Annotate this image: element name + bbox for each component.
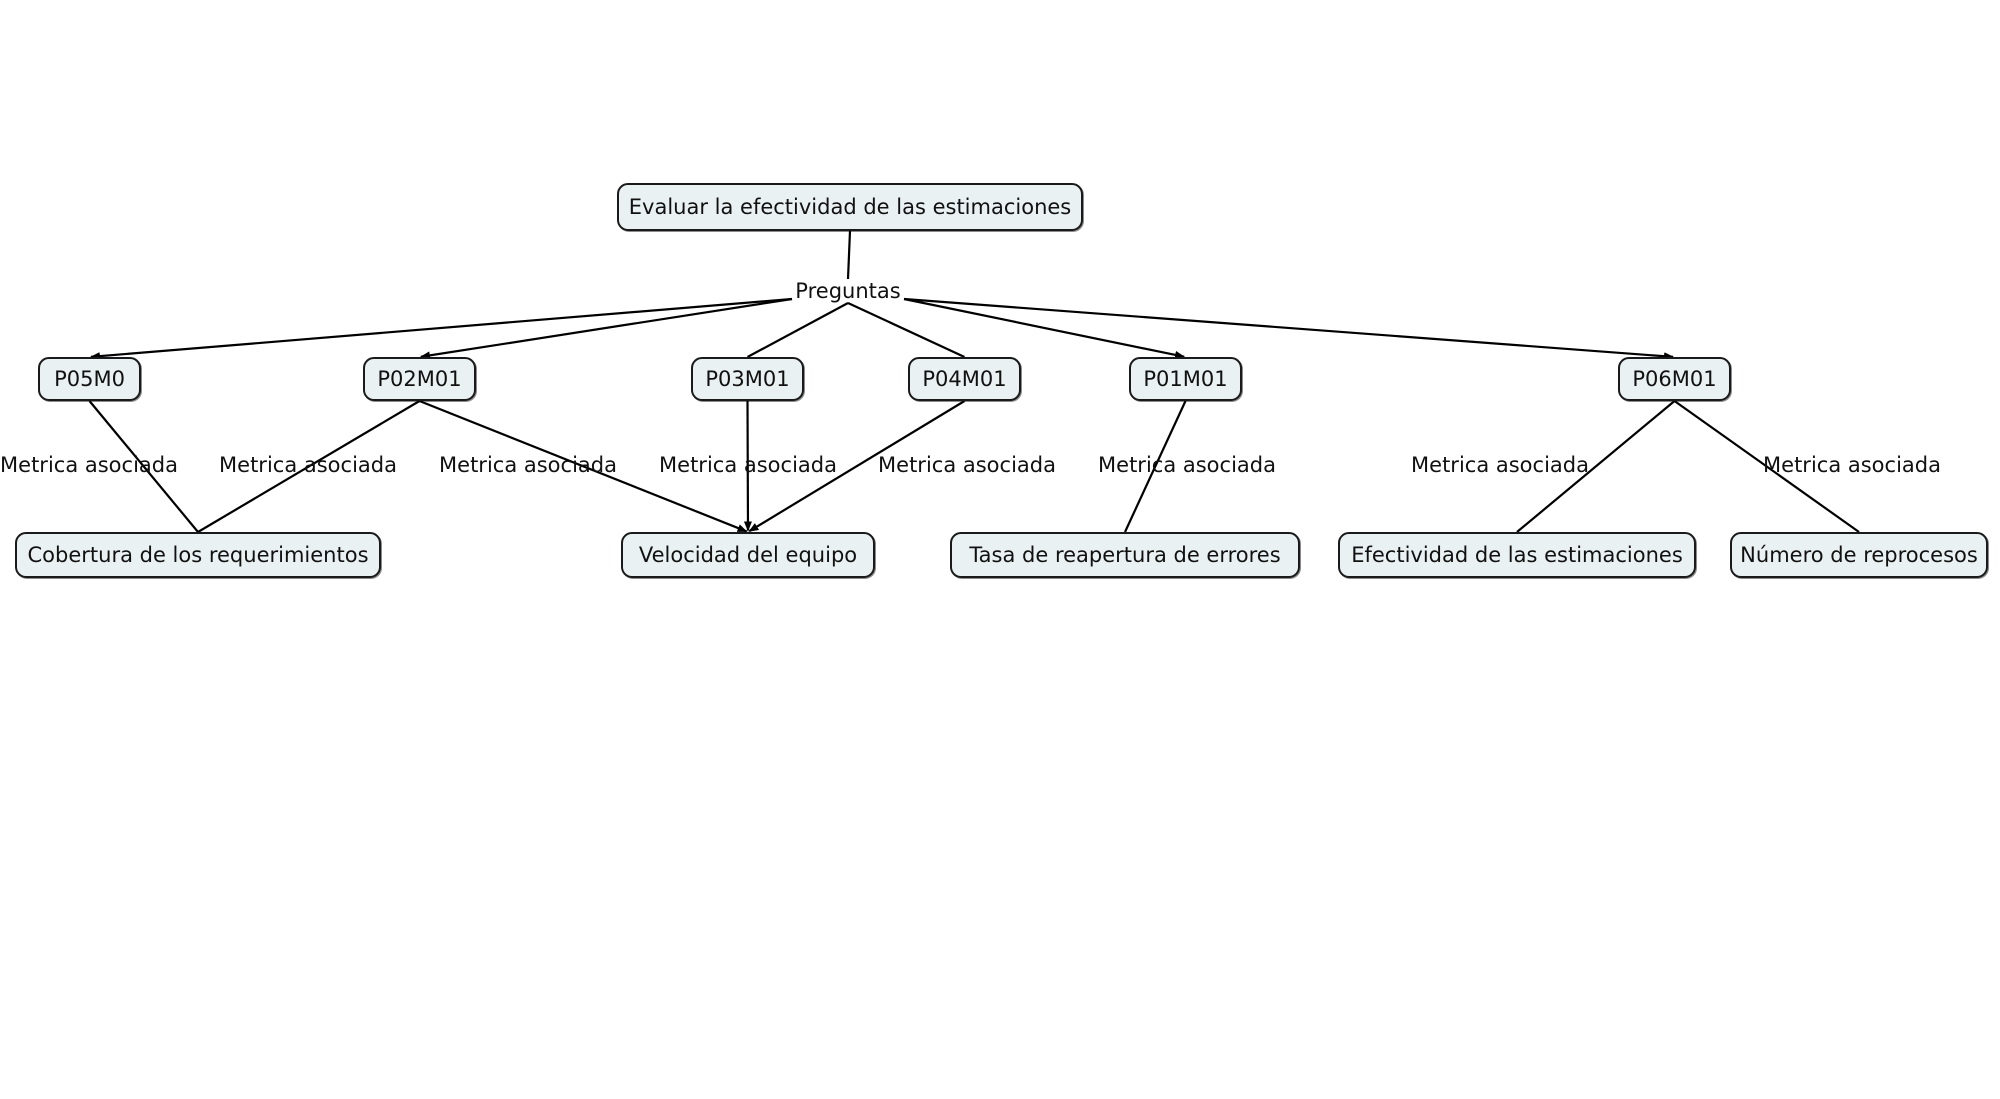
node-question-p02m01[interactable]: P02M01 <box>363 357 476 401</box>
node-question-label: P01M01 <box>1143 367 1228 391</box>
edge-root-hub <box>846 230 852 280</box>
edge-hub-P02M01 <box>419 297 793 360</box>
node-metric-label: Velocidad del equipo <box>638 543 858 567</box>
node-metric-cobertura[interactable]: Cobertura de los requerimientos <box>15 532 381 578</box>
node-root-label: Evaluar la efectividad de las estimacion… <box>628 195 1072 219</box>
edge-hub-P03M01 <box>746 302 849 358</box>
node-question-label: P04M01 <box>922 367 1007 391</box>
node-question-p01m01[interactable]: P01M01 <box>1129 357 1242 401</box>
edge-hub-P05M0 <box>89 297 793 361</box>
edge-label-metrica-asociada: Metrica asociada <box>439 453 617 477</box>
edge-label-metrica-asociada: Metrica asociada <box>1098 453 1276 477</box>
edge-label-metrica-asociada: Metrica asociada <box>219 453 397 477</box>
node-question-p03m01[interactable]: P03M01 <box>691 357 804 401</box>
edge-label-metrica-asociada: Metrica asociada <box>0 453 178 477</box>
edge-label-metrica-asociada: Metrica asociada <box>878 453 1056 477</box>
node-metric-tasa[interactable]: Tasa de reapertura de errores <box>950 532 1300 578</box>
edge-label-metrica-asociada: Metrica asociada <box>1763 453 1941 477</box>
node-metric-label: Cobertura de los requerimientos <box>27 543 369 567</box>
node-metric-efectividad[interactable]: Efectividad de las estimaciones <box>1338 532 1696 578</box>
node-question-label: P06M01 <box>1632 367 1717 391</box>
edge-label-metrica-asociada: Metrica asociada <box>659 453 837 477</box>
node-question-label: P02M01 <box>377 367 462 391</box>
node-question-p06m01[interactable]: P06M01 <box>1618 357 1731 401</box>
edge-label-metrica-asociada: Metrica asociada <box>1411 453 1589 477</box>
hub-label-text: Preguntas <box>795 279 901 303</box>
node-metric-reprocesos[interactable]: Número de reprocesos <box>1730 532 1988 578</box>
node-metric-label: Tasa de reapertura de errores <box>969 543 1281 567</box>
node-metric-label: Número de reprocesos <box>1740 543 1978 567</box>
hub-label-preguntas: Preguntas <box>795 279 900 303</box>
node-question-p04m01[interactable]: P04M01 <box>908 357 1021 401</box>
node-metric-velocidad[interactable]: Velocidad del equipo <box>621 532 875 578</box>
node-root-objective[interactable]: Evaluar la efectividad de las estimacion… <box>617 183 1083 231</box>
node-question-p05m0[interactable]: P05M0 <box>38 357 141 401</box>
node-question-label: P05M0 <box>54 367 125 391</box>
node-question-label: P03M01 <box>705 367 790 391</box>
edge-hub-P04M01 <box>847 302 965 358</box>
edge-hub-P06M01 <box>903 297 1675 361</box>
edge-hub-P01M01 <box>903 297 1186 359</box>
node-metric-label: Efectividad de las estimaciones <box>1351 543 1683 567</box>
